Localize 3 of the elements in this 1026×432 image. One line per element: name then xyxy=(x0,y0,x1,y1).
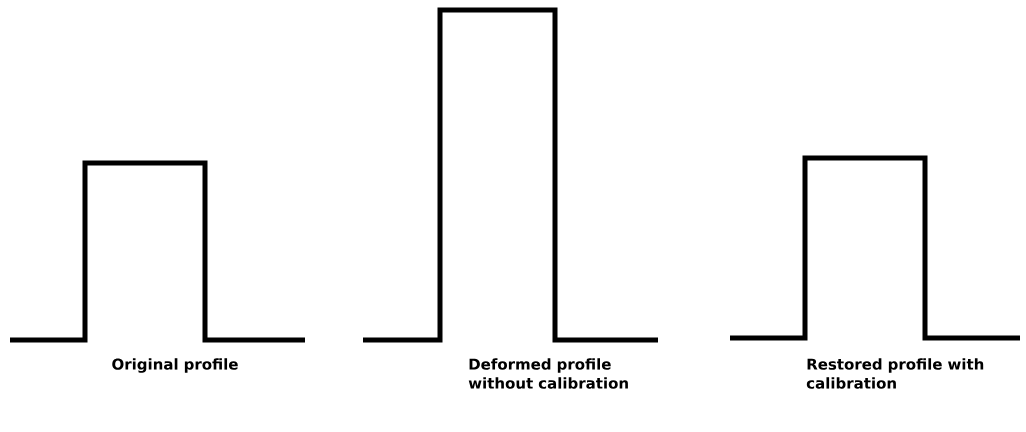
caption: Restored profile with calibration xyxy=(806,358,984,389)
caption: Original profile xyxy=(112,358,238,373)
caption: Deformed profile without calibration xyxy=(468,358,628,389)
